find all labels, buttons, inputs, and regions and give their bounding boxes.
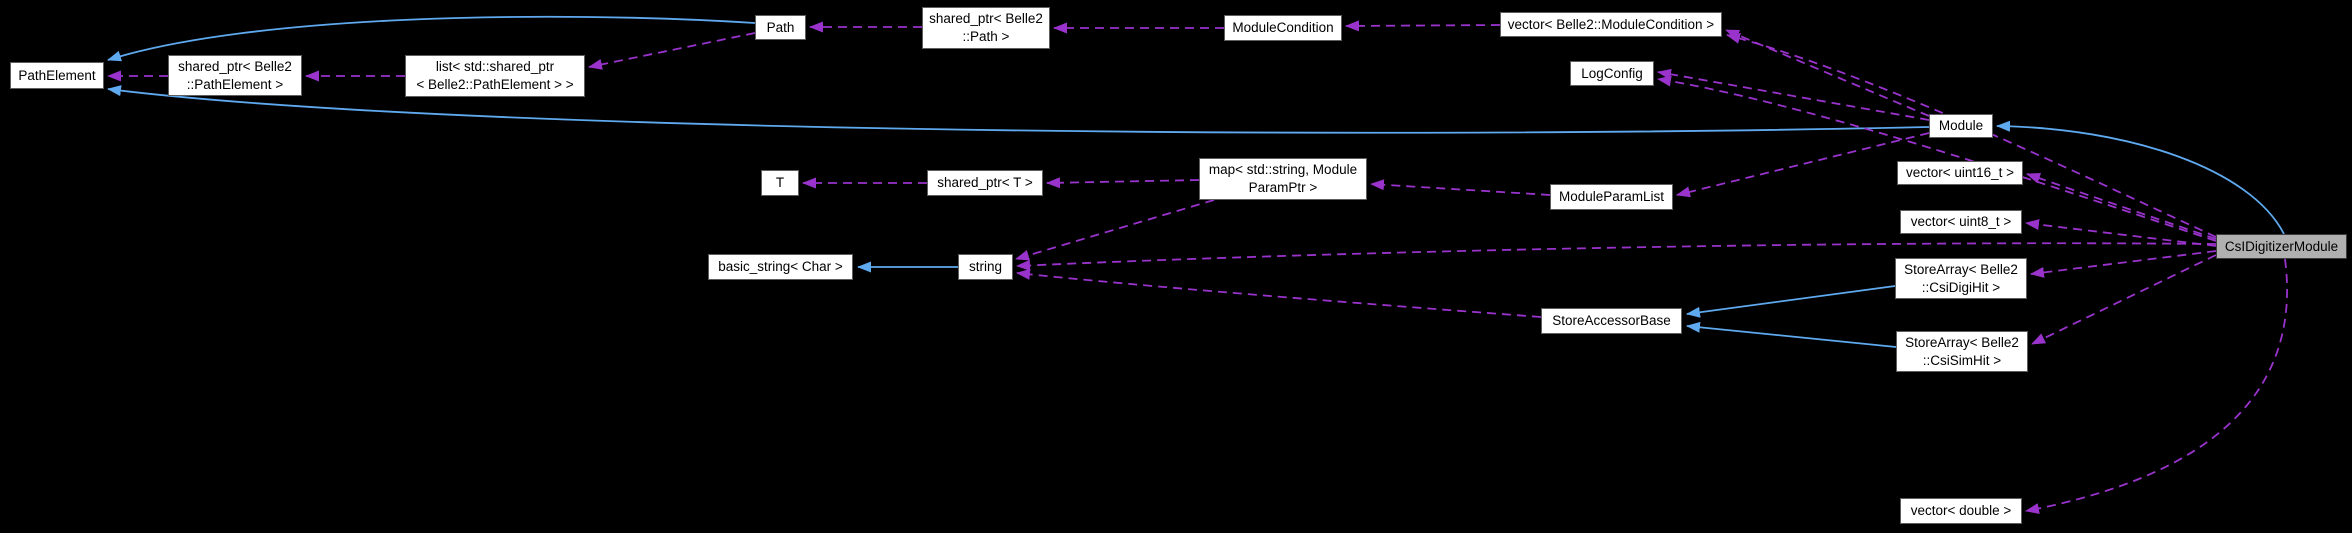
node-shared-ptr-pathelement[interactable]: shared_ptr< Belle2 ::PathElement > (168, 55, 302, 96)
edge-map-to-string (1015, 199, 1215, 261)
node-list-shared-ptr-pathelement[interactable]: list< std::shared_ptr < Belle2::PathElem… (405, 55, 585, 97)
node-moduleparamlist[interactable]: ModuleParamList (1550, 184, 1673, 210)
edge-module-to-moduleparamlist (1676, 132, 1930, 198)
node-logconfig[interactable]: LogConfig (1570, 61, 1654, 86)
node-module[interactable]: Module (1929, 114, 1993, 138)
node-storearray-csisimhit[interactable]: StoreArray< Belle2 ::CsiSimHit > (1896, 331, 2028, 372)
edge-csidigitizer-to-vecuint16 (2026, 173, 2217, 240)
edge-csidigitizer-to-string (1016, 242, 2217, 271)
edge-csidigitizer-to-vecdouble (2025, 258, 2288, 514)
node-vector-uint8[interactable]: vector< uint8_t > (1900, 210, 2022, 234)
edge-csidigitizer-to-storearray-simhit (2031, 254, 2217, 345)
edge-storearray-digihit-to-storeaccessorbase (1686, 285, 1896, 318)
edge-storeaccessorbase-to-string (1016, 268, 1542, 318)
edge-module-to-logconfig (1657, 68, 1930, 121)
edge-csidigitizer-to-vecuint8 (2025, 219, 2217, 247)
node-storearray-csidigihit[interactable]: StoreArray< Belle2 ::CsiDigiHit > (1895, 258, 2027, 299)
node-storeaccessorbase[interactable]: StoreAccessorBase (1541, 308, 1682, 334)
node-pathelement[interactable]: PathElement (10, 62, 104, 89)
node-modulecondition[interactable]: ModuleCondition (1224, 15, 1342, 41)
edge-csidigitizer-to-storearray-digihit (2030, 250, 2217, 278)
node-vector-uint16[interactable]: vector< uint16_t > (1897, 161, 2023, 185)
node-basic-string-char[interactable]: basic_string< Char > (708, 254, 853, 280)
node-t[interactable]: T (761, 170, 799, 196)
edge-vecmodulecondition-to-modulecondition (1345, 20, 1501, 32)
node-csidigitizermodule: CsIDigitizerModule (2216, 234, 2347, 259)
node-shared-ptr-t[interactable]: shared_ptr< T > (927, 170, 1043, 196)
node-vector-double[interactable]: vector< double > (1900, 498, 2022, 524)
edge-path-to-list (588, 32, 756, 70)
node-vector-modulecondition[interactable]: vector< Belle2::ModuleCondition > (1500, 12, 1722, 37)
edge-csidigitizer-to-vecmodulecondition (1726, 33, 2217, 238)
edge-storearray-simhit-to-storeaccessorbase (1686, 321, 1897, 348)
edge-module-to-pathelement (107, 85, 1930, 134)
edge-moduleparamlist-to-map (1370, 179, 1551, 196)
node-string[interactable]: string (958, 254, 1013, 280)
edge-csidigitizer-to-logconfig (1657, 75, 2217, 242)
node-path[interactable]: Path (755, 15, 806, 40)
edge-map-to-sptrt (1046, 177, 1200, 189)
edge-csidigitizer-to-module (1996, 120, 2285, 235)
edge-path-to-pathelement (107, 15, 756, 62)
node-map-moduleparamptr[interactable]: map< std::string, Module ParamPtr > (1199, 158, 1367, 200)
node-shared-ptr-path[interactable]: shared_ptr< Belle2 ::Path > (922, 7, 1050, 49)
